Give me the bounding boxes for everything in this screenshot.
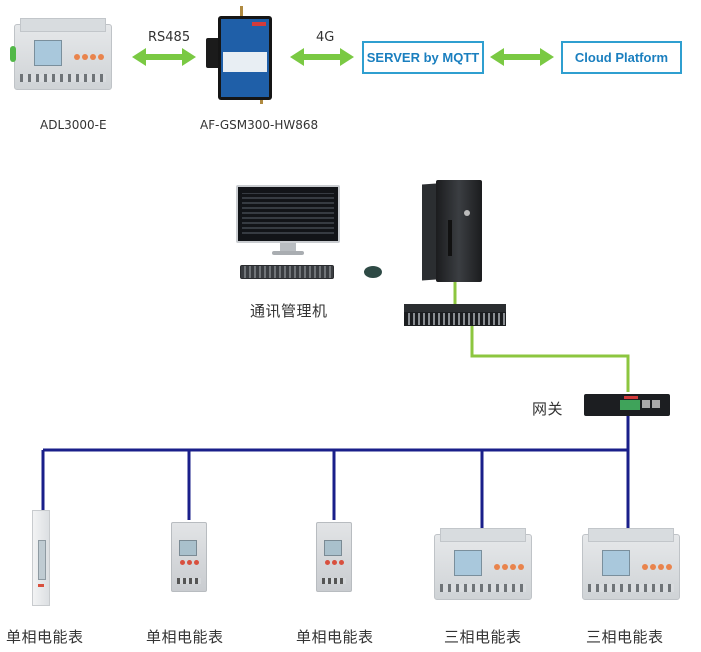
meter-5-image (578, 528, 684, 606)
meter-2-image (169, 516, 209, 596)
mouse-icon (364, 266, 382, 278)
gsm-gateway-label: AF-GSM300-HW868 (200, 118, 319, 132)
workstation-label: 通讯管理机 (250, 302, 328, 320)
adl3000-meter-image (10, 18, 116, 96)
4g-label: 4G (316, 30, 335, 45)
cloud-platform-box: Cloud Platform (561, 41, 682, 74)
4g-arrow (290, 48, 354, 66)
meter-3-image (314, 516, 354, 596)
gsm-gateway-image (206, 6, 282, 104)
server-mqtt-box: SERVER by MQTT (362, 41, 484, 74)
adl3000-label: ADL3000-E (40, 118, 107, 132)
rs485-arrow (132, 48, 196, 66)
meter-3-label: 单相电能表 (296, 628, 374, 646)
switch-gateway-cable (470, 326, 630, 392)
gateway-label: 网关 (532, 400, 564, 418)
meter-4-label: 三相电能表 (444, 628, 522, 646)
mqtt-cloud-arrow (490, 48, 554, 66)
meter-5-label: 三相电能表 (586, 628, 664, 646)
gateway-device-image (584, 390, 672, 418)
rs485-label: RS485 (148, 30, 191, 45)
server-tower-image (422, 180, 484, 282)
meter-4-image (430, 528, 536, 606)
meter-1-image (28, 510, 54, 610)
meter-1-label: 单相电能表 (6, 628, 84, 646)
meter-2-label: 单相电能表 (146, 628, 224, 646)
workstation-image (236, 185, 340, 281)
network-switch-image (404, 304, 506, 326)
